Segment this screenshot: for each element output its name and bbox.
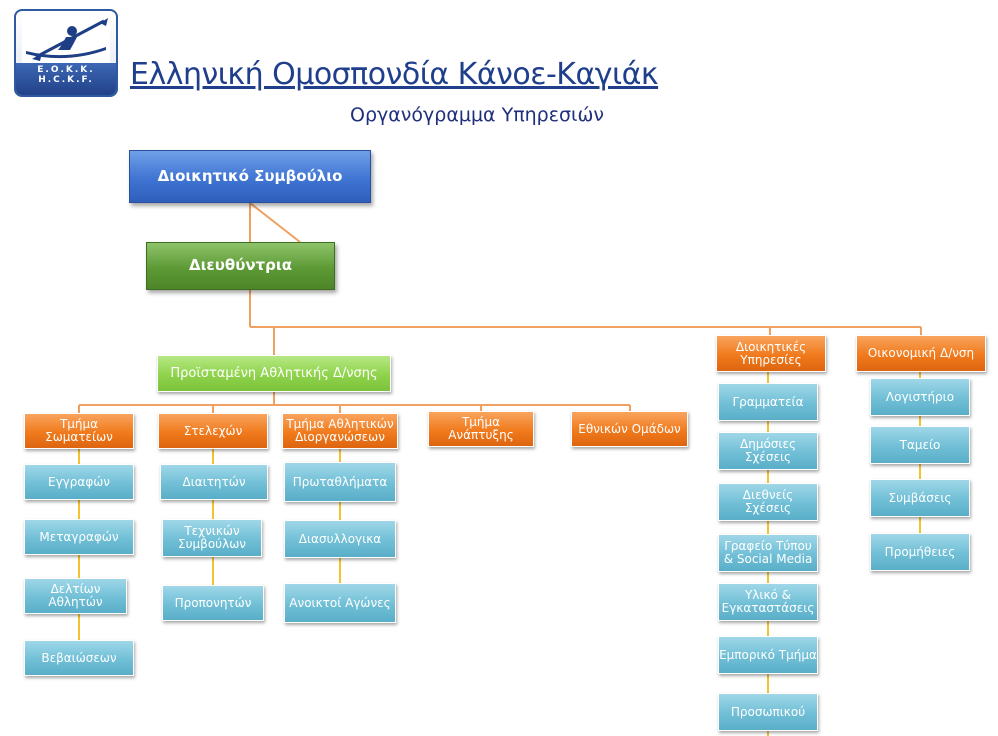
department-development: Τμήμα Ανάπτυξης: [428, 411, 534, 447]
unit-box: Εγγραφών: [24, 464, 134, 500]
unit-box: Γραφείο Τύπου & Social Media: [718, 534, 818, 572]
unit-box: Συμβάσεις: [870, 479, 970, 517]
unit-box: Δημόσιες Σχέσεις: [718, 432, 818, 470]
page-subtitle: Οργανόγραμμα Υπηρεσιών: [350, 104, 605, 126]
unit-box: Εμπορικό Τμήμα: [718, 636, 818, 674]
department-finance: Οικονομική Δ/νση: [856, 335, 986, 372]
unit-box: Τεχνικών Συμβούλων: [162, 519, 262, 557]
logo-text: Ε.Ο.Κ.Κ. H.C.K.F.: [37, 65, 95, 85]
unit-box: Δελτίων Αθλητών: [24, 578, 127, 614]
page-title: Ελληνική Ομοσπονδία Κάνοε-Καγιάκ: [130, 57, 659, 92]
board-box: Διοικητικό Συμβούλιο: [129, 150, 371, 203]
unit-box: Διαιτητών: [160, 464, 268, 500]
unit-box: Προμήθειες: [870, 533, 970, 571]
athletic-head-box: Προϊσταμένη Αθλητικής Δ/νσης: [157, 355, 391, 392]
unit-box: Πρωταθλήματα: [284, 462, 396, 502]
director-box: Διευθύντρια: [146, 242, 335, 290]
unit-box: Υλικό & Εγκαταστάσεις: [718, 583, 818, 621]
unit-box: Διεθνείς Σχέσεις: [718, 483, 818, 521]
federation-logo: Ε.Ο.Κ.Κ. H.C.K.F.: [14, 9, 118, 97]
unit-box: Προσωπικού: [718, 693, 818, 731]
department-admin: Διοικητικές Υπηρεσίες: [716, 335, 826, 372]
unit-box: Ανοικτοί Αγώνες: [284, 583, 396, 623]
unit-box: Προπονητών: [162, 585, 264, 621]
unit-box: Ταμείο: [870, 426, 970, 464]
department-events: Τμήμα Αθλητικών Διοργανώσεων: [282, 413, 398, 449]
department-clubs: Τμήμα Σωματείων: [24, 413, 134, 449]
unit-box: Διασυλλογικα: [284, 520, 396, 558]
kayak-paddler-icon: [22, 17, 110, 63]
unit-box: Μεταγραφών: [24, 519, 134, 555]
unit-box: Λογιστήριο: [870, 378, 970, 416]
unit-box: Γραμματεία: [718, 383, 818, 421]
connector-board-director-diagonal: [249, 202, 301, 243]
unit-box: Βεβαιώσεων: [24, 640, 134, 676]
department-national-teams: Εθνικών Ομάδων: [571, 411, 688, 447]
department-staff: Στελεχών: [158, 413, 268, 449]
